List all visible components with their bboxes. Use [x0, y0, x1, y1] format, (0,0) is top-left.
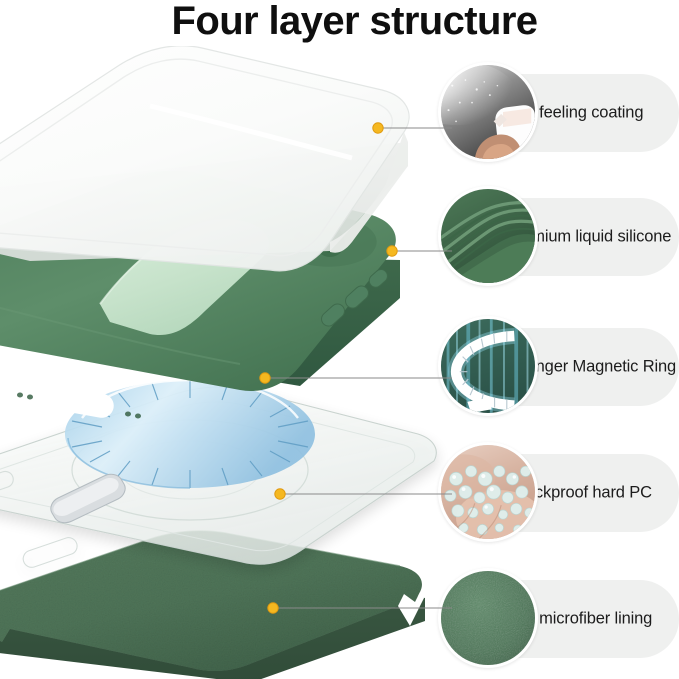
- layer-microfiber-lining: [0, 530, 425, 679]
- callout-label: Shockproof hard PC: [506, 483, 652, 502]
- callout-label: Stronger Magnetic Ring: [506, 357, 677, 376]
- spray-coating-icon: [438, 62, 538, 162]
- callout-list: Soft feeling coating: [430, 60, 679, 679]
- callout-label: Soft feeling coating: [506, 103, 644, 122]
- callout-soft-microfiber-lining[interactable]: Soft microfiber lining: [430, 566, 679, 672]
- alignment-magnet-bar: [50, 473, 126, 524]
- layer-magnetic-ring: [50, 378, 315, 524]
- callout-stronger-magnetic-ring[interactable]: Stronger Magnetic Ring: [430, 314, 679, 420]
- layer-soft-coating: [0, 46, 410, 272]
- microfiber-velvet-icon: [438, 568, 538, 668]
- folded-silicone-icon: [438, 186, 538, 286]
- magnet-ring-icon: [438, 316, 538, 416]
- callout-premium-liquid-silicone[interactable]: Premium liquid silicone: [430, 184, 679, 290]
- pc-pellets-icon: [438, 442, 538, 542]
- callout-label: Soft microfiber lining: [506, 609, 653, 628]
- callout-soft-feeling-coating[interactable]: Soft feeling coating: [430, 60, 679, 166]
- page-title: Four layer structure: [171, 0, 539, 43]
- callout-label: Premium liquid silicone: [506, 227, 672, 246]
- exploded-view-illustration: [0, 46, 450, 679]
- callout-shockproof-hard-pc[interactable]: Shockproof hard PC: [430, 440, 679, 546]
